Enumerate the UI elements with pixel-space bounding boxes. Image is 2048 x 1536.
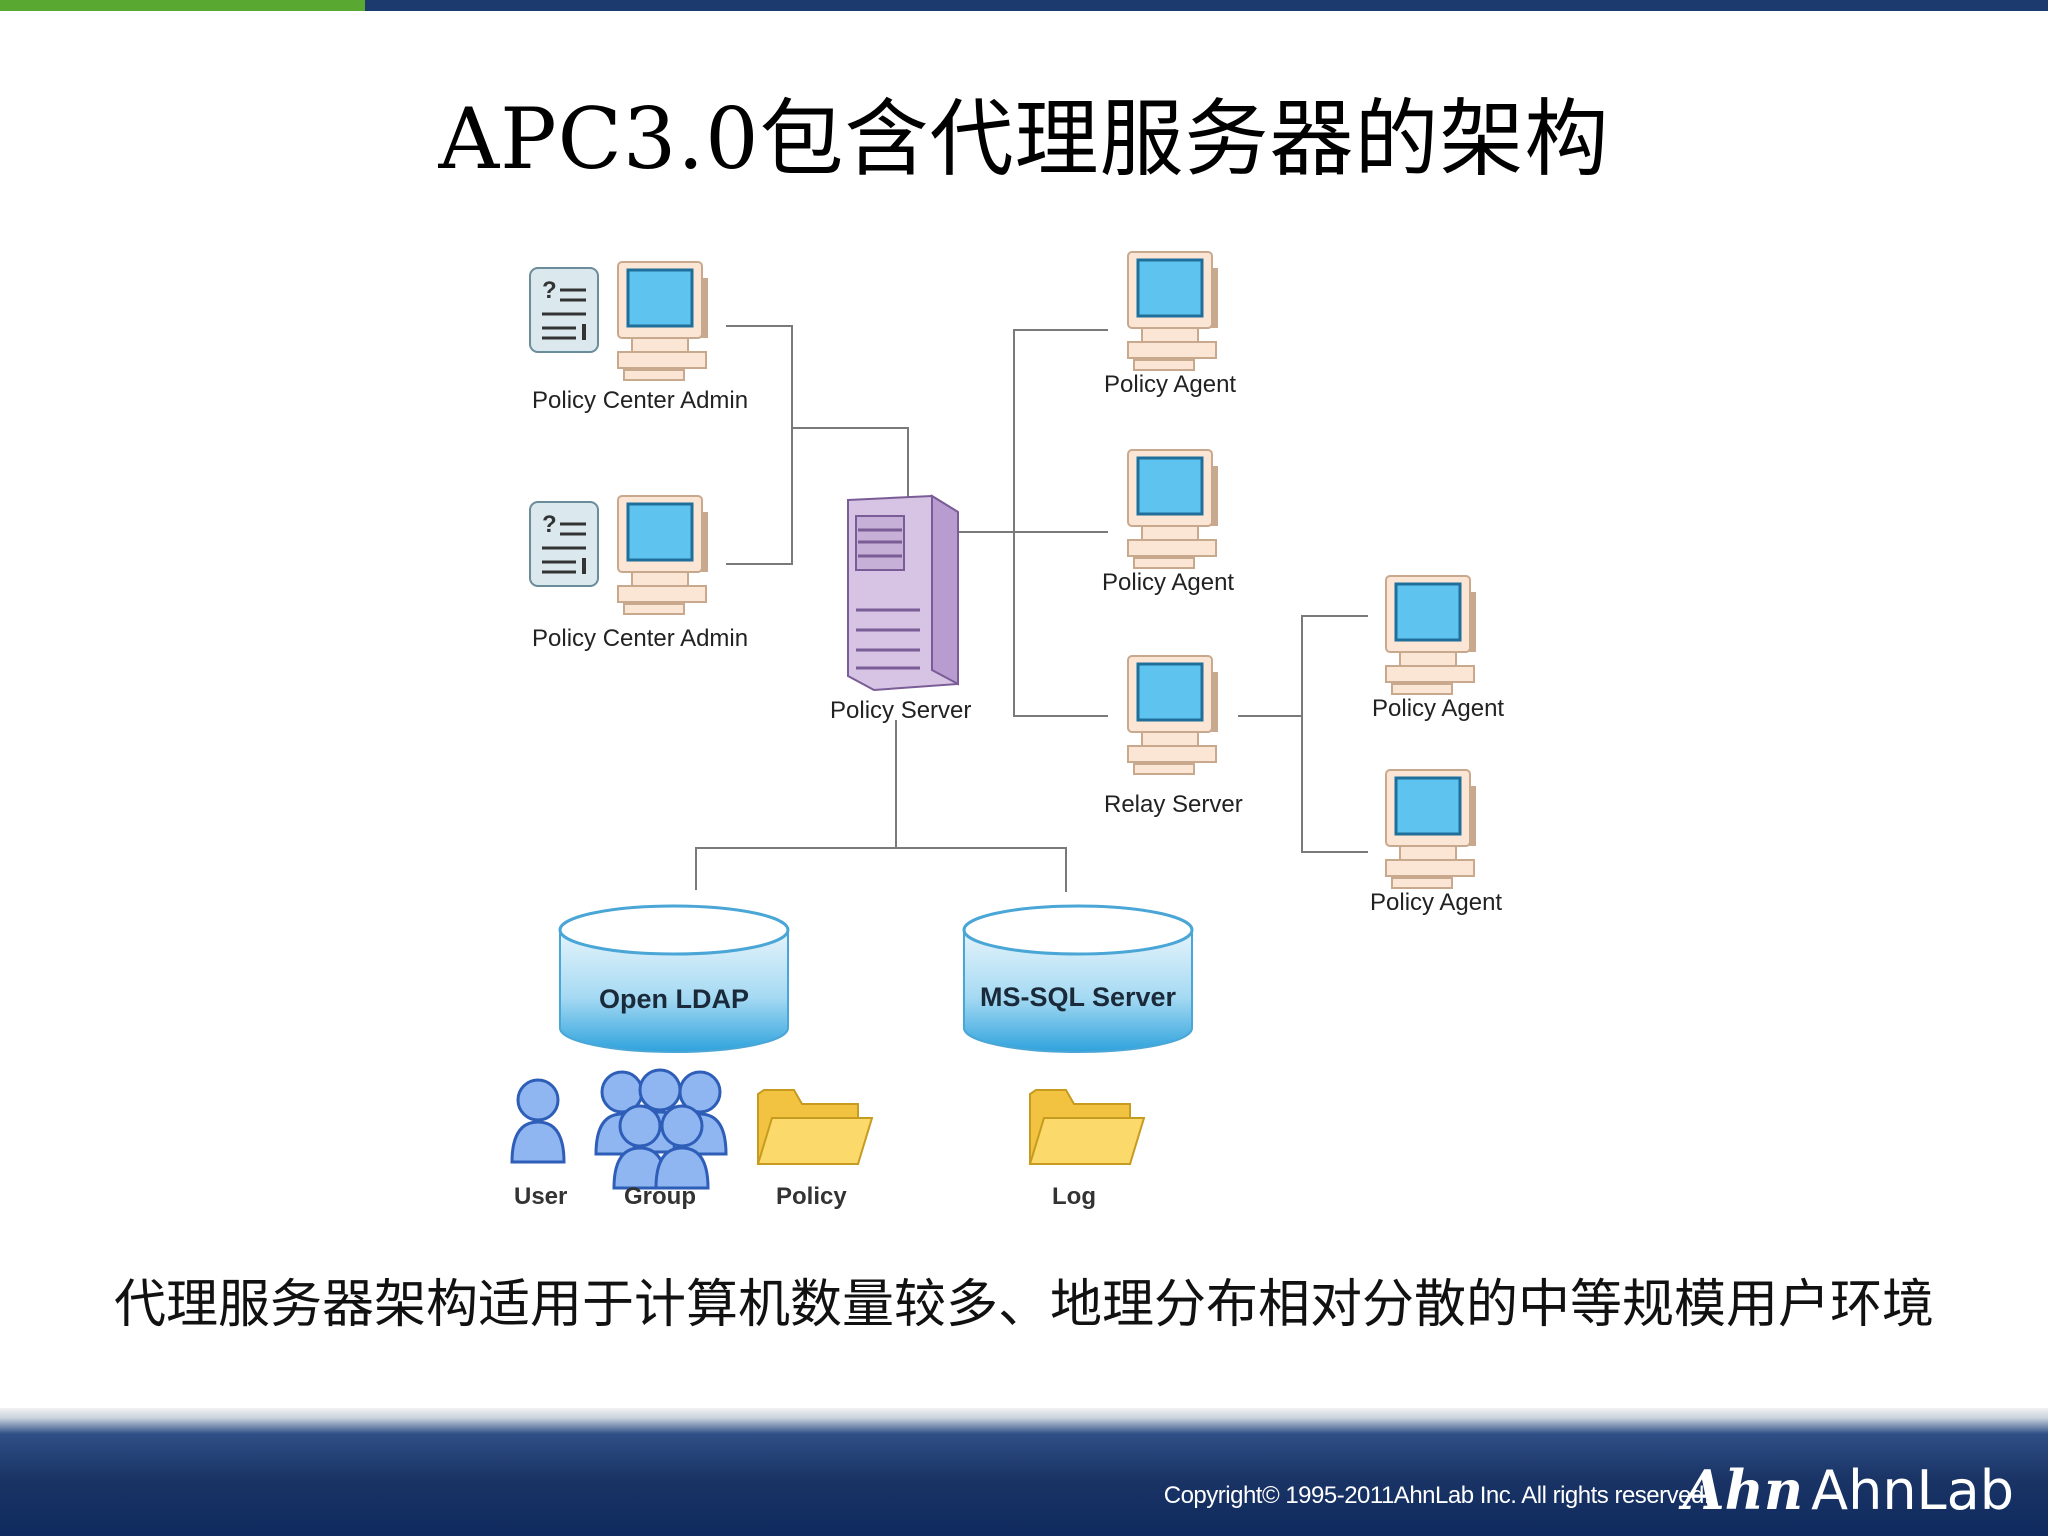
agent-node-4: Policy Agent <box>1370 768 1502 916</box>
agent-label-1: Policy Agent <box>1104 371 1236 398</box>
open-ldap-label: Open LDAP <box>599 984 749 1014</box>
agent-node-3: Policy Agent <box>1372 574 1504 722</box>
agent-node-2: Policy Agent <box>1102 448 1234 596</box>
ms-sql-label: MS-SQL Server <box>980 982 1177 1012</box>
agent-label-4: Policy Agent <box>1370 889 1502 916</box>
policy-server-icon <box>847 494 959 692</box>
user-label: User <box>514 1183 567 1210</box>
ms-sql-database: MS-SQL Server <box>962 904 1194 1053</box>
open-ldap-database: Open LDAP <box>558 904 790 1053</box>
log-label: Log <box>1052 1183 1096 1210</box>
top-navy-bar <box>365 0 2048 11</box>
slide-title: APC3.0包含代理服务器的架构 <box>438 90 1610 188</box>
group-icon <box>594 1068 728 1190</box>
footer-bar <box>0 1408 2048 1536</box>
agent-label-2: Policy Agent <box>1102 569 1234 596</box>
slide-caption: 代理服务器架构适用于计算机数量较多、地理分布相对分散的中等规模用户环境 <box>113 1275 1934 1335</box>
connection-lines <box>695 325 1368 892</box>
policy-label: Policy <box>776 1183 847 1210</box>
logo-mark: Ahn <box>1682 1458 1804 1522</box>
relay-server-label: Relay Server <box>1104 791 1243 818</box>
admin-label-1: Policy Center Admin <box>532 387 748 414</box>
log-folder-icon <box>1029 1089 1145 1165</box>
policy-folder-icon <box>757 1089 873 1165</box>
admin-node-1: Policy Center Admin <box>528 260 748 414</box>
agent-node-1: Policy Agent <box>1104 250 1236 398</box>
top-accent-bar <box>0 0 365 11</box>
agent-label-3: Policy Agent <box>1372 695 1504 722</box>
group-label: Group <box>624 1183 696 1210</box>
admin-label-2: Policy Center Admin <box>532 625 748 652</box>
admin-node-2: Policy Center Admin <box>528 494 748 652</box>
logo-text: AhnLab <box>1811 1459 2014 1522</box>
user-icon <box>510 1078 566 1164</box>
relay-server-node: Relay Server <box>1104 654 1243 818</box>
copyright-text: Copyright© 1995-2011AhnLab Inc. All righ… <box>1163 1482 1711 1509</box>
policy-server-label: Policy Server <box>830 697 971 724</box>
